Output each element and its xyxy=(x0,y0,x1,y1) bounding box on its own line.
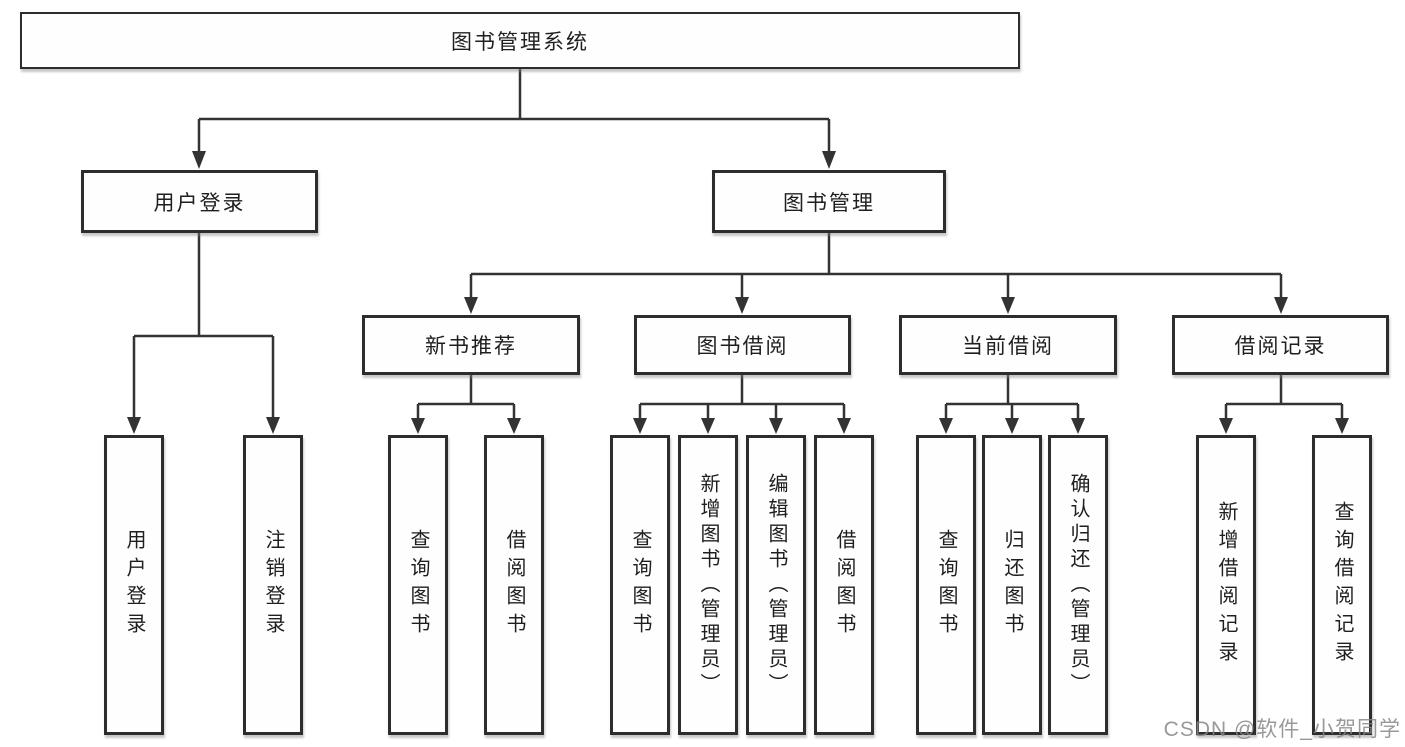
node-book-borrowing: 图书借阅 xyxy=(634,315,851,375)
node-label: 查询图书 xyxy=(407,529,429,641)
node-label: 确认归还（管理员） xyxy=(1067,472,1089,698)
node-label: 图书管理系统 xyxy=(451,30,589,54)
node-label: 新增借阅记录 xyxy=(1215,501,1237,669)
node-root-book-management-system: 图书管理系统 xyxy=(20,12,1020,69)
arrowhead-icons xyxy=(127,151,1349,434)
node-label: 归还图书 xyxy=(1001,529,1023,641)
node-label: 借阅图书 xyxy=(833,529,855,641)
connector-strokes xyxy=(132,69,1344,420)
node-label: 新增图书（管理员） xyxy=(697,472,719,698)
leaf-rec-borrow-books: 借阅图书 xyxy=(484,435,544,735)
node-current-borrowing: 当前借阅 xyxy=(899,315,1117,375)
node-label: 编辑图书（管理员） xyxy=(765,472,787,698)
leaf-user-login: 用户登录 xyxy=(104,435,164,735)
leaf-br-add-record: 新增借阅记录 xyxy=(1196,435,1256,735)
leaf-logout: 注销登录 xyxy=(243,435,303,735)
node-label: 用户登录 xyxy=(153,191,246,215)
leaf-rec-query-books: 查询图书 xyxy=(388,435,448,735)
leaf-cb-return-books: 归还图书 xyxy=(982,435,1042,735)
leaf-bb-add-books-admin: 新增图书（管理员） xyxy=(678,435,738,735)
node-label: 查询图书 xyxy=(629,529,651,641)
leaf-bb-borrow-books: 借阅图书 xyxy=(814,435,874,735)
node-book-management: 图书管理 xyxy=(712,170,946,233)
node-label: 查询借阅记录 xyxy=(1331,501,1353,669)
node-label: 注销登录 xyxy=(262,529,284,641)
node-new-book-recommendation: 新书推荐 xyxy=(362,315,580,375)
leaf-br-query-record: 查询借阅记录 xyxy=(1312,435,1372,735)
node-label: 用户登录 xyxy=(123,529,145,641)
leaf-bb-query-books: 查询图书 xyxy=(610,435,670,735)
leaf-cb-query-books: 查询图书 xyxy=(916,435,976,735)
node-label: 借阅记录 xyxy=(1234,335,1327,358)
node-label: 借阅图书 xyxy=(503,529,525,641)
node-borrowing-records: 借阅记录 xyxy=(1172,315,1389,375)
node-label: 查询图书 xyxy=(935,529,957,641)
node-label: 图书借阅 xyxy=(696,335,789,358)
leaf-bb-edit-books-admin: 编辑图书（管理员） xyxy=(746,435,806,735)
node-label: 当前借阅 xyxy=(962,335,1054,358)
node-user-login: 用户登录 xyxy=(81,170,318,233)
csdn-watermark: CSDN @软件_小贺同学 xyxy=(1163,718,1401,741)
leaf-cb-confirm-return-admin: 确认归还（管理员） xyxy=(1048,435,1108,735)
node-label: 新书推荐 xyxy=(425,335,517,358)
node-label: 图书管理 xyxy=(783,191,875,215)
